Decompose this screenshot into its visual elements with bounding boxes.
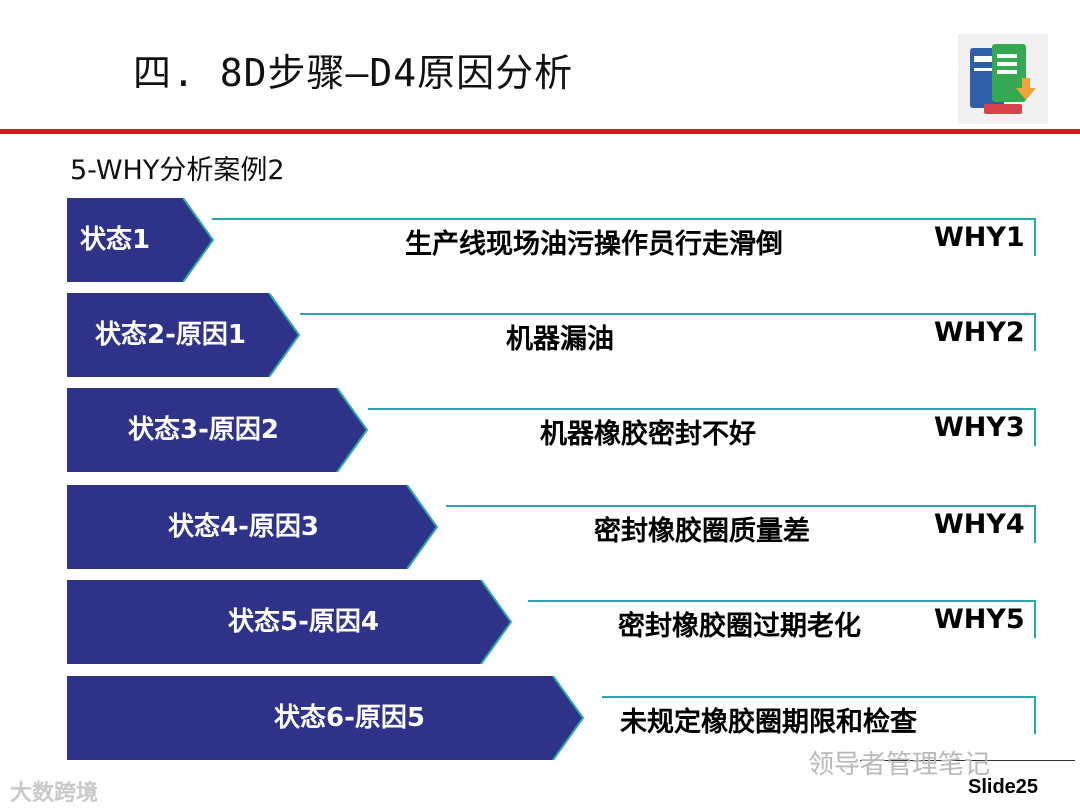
watermark-right: 领导者管理笔记: [808, 750, 991, 780]
books-icon: [958, 34, 1048, 124]
why-row-1: 状态1 生产线现场油污操作员行走滑倒 WHY1: [0, 198, 1080, 282]
connector-line: [602, 696, 1036, 698]
connector-line: [528, 600, 1036, 602]
connector-line: [300, 313, 1036, 315]
watermark-left: 大数跨境: [10, 781, 99, 806]
footer-rule: [860, 760, 1075, 761]
connector-line: [446, 505, 1036, 507]
row-description: 密封橡胶圈质量差: [594, 516, 810, 547]
state-arrow: [67, 198, 215, 282]
why-label: WHY5: [934, 604, 1025, 635]
row-description: 机器漏油: [506, 324, 614, 355]
state-label: 状态5-原因4: [228, 607, 379, 637]
row-description: 生产线现场油污操作员行走滑倒: [405, 229, 783, 260]
state-arrow: [67, 485, 441, 569]
state-arrow: [67, 580, 515, 664]
state-label: 状态2-原因1: [95, 320, 246, 350]
why-label: WHY3: [934, 412, 1025, 443]
why-row-6: 状态6-原因5 未规定橡胶圈期限和检查: [0, 676, 1080, 760]
slide-number: Slide25: [968, 776, 1039, 798]
why-label: WHY1: [934, 222, 1025, 253]
why-label: WHY4: [934, 509, 1025, 540]
row-end-bar: [1034, 696, 1036, 734]
slide-title: 四. 8D步骤—D4原因分析: [133, 51, 574, 95]
state-arrow: [67, 676, 587, 760]
state-label: 状态6-原因5: [274, 703, 425, 733]
why-label: WHY2: [934, 317, 1025, 348]
row-end-bar: [1034, 408, 1036, 446]
row-description: 机器橡胶密封不好: [540, 419, 756, 450]
why-row-2: 状态2-原因1 机器漏油 WHY2: [0, 293, 1080, 377]
row-end-bar: [1034, 313, 1036, 351]
why-row-5: 状态5-原因4 密封橡胶圈过期老化 WHY5: [0, 580, 1080, 664]
row-description: 未规定橡胶圈期限和检查: [620, 707, 917, 738]
title-divider: [0, 129, 1080, 134]
row-end-bar: [1034, 218, 1036, 256]
why-row-3: 状态3-原因2 机器橡胶密封不好 WHY3: [0, 388, 1080, 472]
connector-line: [212, 218, 1036, 220]
row-description: 密封橡胶圈过期老化: [618, 611, 861, 642]
state-label: 状态3-原因2: [128, 415, 279, 445]
state-arrow: [67, 293, 303, 377]
connector-line: [368, 408, 1036, 410]
row-end-bar: [1034, 505, 1036, 543]
why-row-4: 状态4-原因3 密封橡胶圈质量差 WHY4: [0, 485, 1080, 569]
state-label: 状态1: [80, 225, 151, 255]
row-end-bar: [1034, 600, 1036, 638]
state-label: 状态4-原因3: [168, 512, 319, 542]
section-subtitle: 5-WHY分析案例2: [70, 155, 285, 186]
state-arrow: [67, 388, 371, 472]
